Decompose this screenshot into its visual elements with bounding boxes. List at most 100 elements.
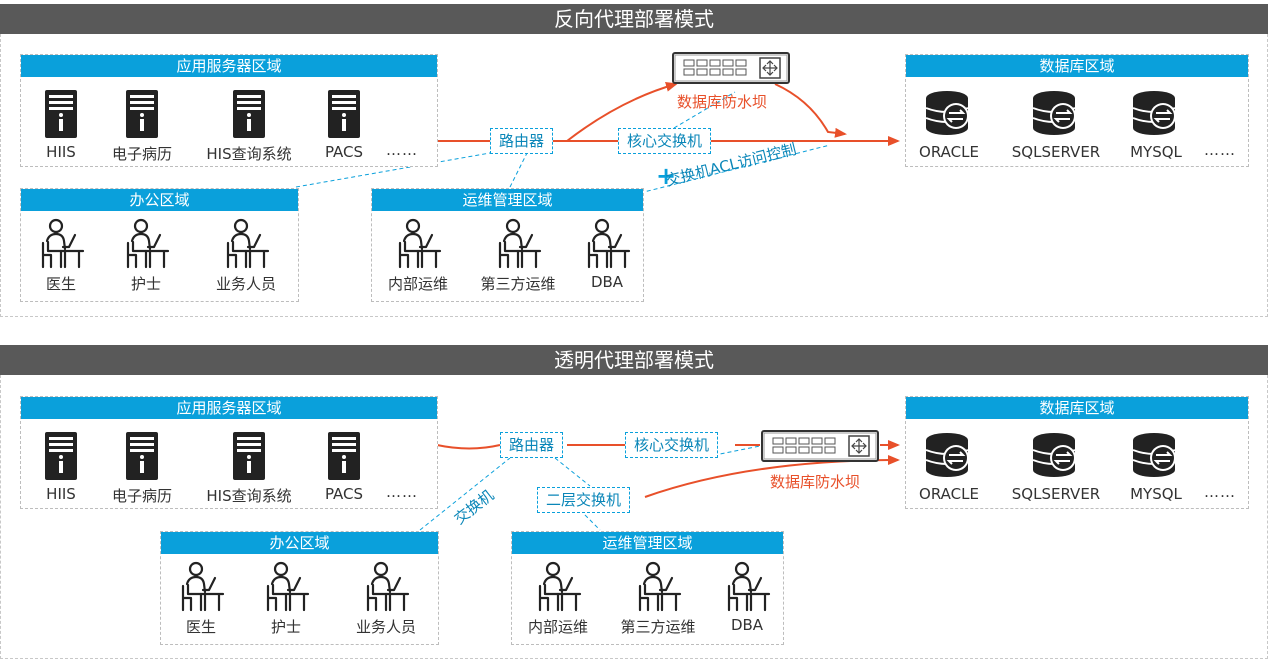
person-item: DBA [578,217,636,291]
link-switch-firewall [673,91,736,129]
server-label: 电子病历 [111,145,172,163]
more-ellipsis: …… [1204,483,1236,501]
person-item: 医生 [31,217,91,294]
person-item: 业务人员 [346,560,426,637]
person-at-desk-icon [41,218,85,269]
server-icon [233,432,265,480]
person-label: DBA [730,616,764,634]
server-icon [126,90,158,138]
database-icon [1032,433,1076,477]
zone-title: 应用服务器区域 [21,397,437,419]
database-icon [1132,433,1176,477]
core-switch-tag: 核心交换机 [625,432,719,458]
server-icon [126,432,158,480]
l2-switch-tag: 二层交换机 [537,487,631,513]
server-icon [328,432,360,480]
link-office-router [295,152,491,188]
person-item: 业务人员 [206,217,286,294]
person-at-desk-icon [727,561,771,612]
zone-title: 办公区域 [21,189,298,211]
server-item: PACS [319,431,369,503]
firewall-label: 数据库防水坝 [770,473,861,491]
person-at-desk-icon [498,218,542,269]
person-label: 医生 [185,618,216,636]
firewall-label: 数据库防水坝 [677,93,768,111]
top-office-zone: 办公区域 医生 护士 业务人员 [20,188,299,302]
person-label: 业务人员 [215,275,276,293]
flow-app-to-router [436,444,501,450]
server-item: PACS [319,89,369,161]
firewall-device [761,430,879,466]
link-office-router [419,457,511,531]
database-label: MYSQL [1130,143,1182,161]
server-label: HIS查询系统 [206,487,292,505]
zone-title: 办公区域 [161,532,438,554]
person-at-desk-icon [538,561,582,612]
server-label: HIIS [46,485,76,503]
person-item: 医生 [171,560,231,637]
person-item: 护士 [256,560,316,637]
database-label: MYSQL [1130,485,1182,503]
person-at-desk-icon [587,218,631,269]
flow-router-to-firewall [566,81,678,142]
database-item: ORACLE [914,431,984,503]
server-item: HIS查询系统 [199,89,299,164]
firewall-appliance-icon [761,430,879,462]
server-label: 电子病历 [111,487,172,505]
person-label: 第三方运维 [620,618,696,636]
server-icon [45,432,77,480]
person-item: 内部运维 [378,217,458,294]
server-icon [233,90,265,138]
person-at-desk-icon [366,561,410,612]
person-label: 护士 [130,275,161,293]
top-ops-zone: 运维管理区域 内部运维 第三方运维 [371,188,644,302]
person-label: 医生 [45,275,76,293]
more-ellipsis: …… [386,141,418,159]
router-tag: 路由器 [490,128,554,154]
database-item: ORACLE [914,89,984,161]
link-l2switch-ops [579,509,601,531]
person-label: DBA [590,273,624,291]
more-ellipsis: …… [386,483,418,501]
bottom-database-zone: 数据库区域 ORACLE SQLSERVER MYSQL …… [905,396,1249,509]
server-label: HIIS [46,143,76,161]
top-database-zone: 数据库区域 ORACLE SQLSERVER MYSQL …… [905,54,1249,167]
database-label: ORACLE [919,143,979,161]
bottom-ops-zone: 运维管理区域 内部运维 第三方运维 [511,531,784,645]
more-ellipsis: …… [1204,141,1236,159]
acl-plus-icon: + [656,162,677,190]
database-item: MYSQL [1121,431,1191,503]
server-icon [328,90,360,138]
bottom-office-zone: 办公区域 医生 护士 业务人员 [160,531,439,645]
zone-title: 数据库区域 [906,55,1248,77]
flow-firewall-to-db [774,83,847,138]
database-label: SQLSERVER [1011,143,1101,161]
server-item: HIIS [41,89,81,161]
firewall-device [672,52,790,88]
database-item: MYSQL [1121,89,1191,161]
router-tag: 路由器 [500,432,564,458]
zone-title: 数据库区域 [906,397,1248,419]
database-icon [1132,91,1176,135]
section-title-reverse-proxy: 反向代理部署模式 [0,4,1268,34]
server-icon [45,90,77,138]
person-label: 内部运维 [387,275,448,293]
server-label: PACS [324,143,364,161]
section-title-transparent-proxy: 透明代理部署模式 [0,345,1268,375]
core-switch-tag: 核心交换机 [618,128,712,154]
database-icon [1032,91,1076,135]
person-label: 业务人员 [355,618,416,636]
link-ops-router [509,152,528,188]
database-item: SQLSERVER [1006,431,1106,503]
zone-title: 运维管理区域 [372,189,643,211]
link-ops-acl [639,144,831,194]
top-app-server-zone: 应用服务器区域 HIIS 电子病历 HIS查询系统 PACS …… [20,54,438,167]
person-item: 护士 [116,217,176,294]
person-at-desk-icon [226,218,270,269]
database-label: ORACLE [919,485,979,503]
person-label: 内部运维 [527,618,588,636]
person-label: 护士 [270,618,301,636]
top-dashed-links [295,91,831,194]
server-label: PACS [324,485,364,503]
firewall-appliance-icon [672,52,790,84]
